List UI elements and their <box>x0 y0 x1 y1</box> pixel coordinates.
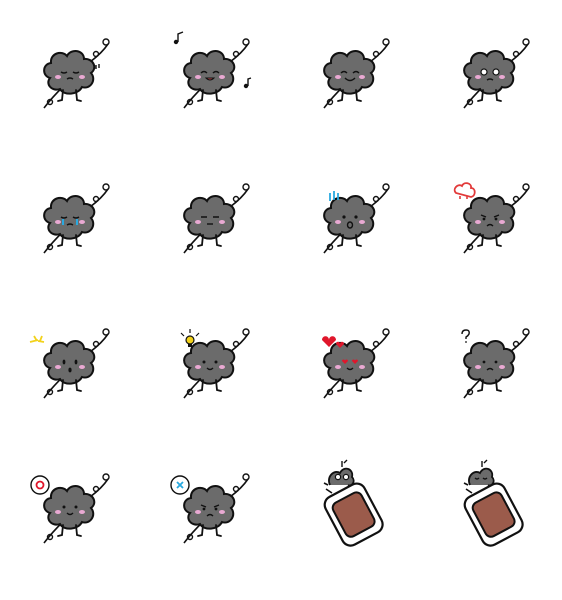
sticker-art <box>173 31 252 109</box>
sticker-art <box>453 182 530 254</box>
sticker-question[interactable] <box>440 310 540 410</box>
sticker-art <box>322 328 390 399</box>
sticker-art <box>170 473 250 544</box>
sticker-art <box>180 328 250 399</box>
sticker-correct[interactable] <box>20 455 120 555</box>
sticker-art <box>43 183 110 254</box>
sticker-crying[interactable] <box>20 165 120 265</box>
sticker-art <box>461 328 530 399</box>
sticker-angry[interactable] <box>440 165 540 265</box>
sticker-sleepy[interactable] <box>20 20 120 120</box>
sticker-art <box>323 183 390 254</box>
sticker-shocked-blue[interactable] <box>300 165 400 265</box>
sticker-art <box>463 459 524 547</box>
sticker-startled[interactable] <box>20 310 120 410</box>
sticker-love[interactable] <box>300 310 400 410</box>
sticker-art <box>463 38 530 109</box>
sticker-grinning[interactable] <box>300 20 400 120</box>
sticker-teary[interactable] <box>440 20 540 120</box>
sticker-art <box>323 459 384 547</box>
sticker-art <box>183 183 250 254</box>
sticker-art <box>323 38 390 109</box>
sticker-singing[interactable] <box>160 20 260 120</box>
sticker-sign-peek[interactable] <box>300 455 400 555</box>
sticker-art <box>29 328 110 399</box>
sticker-art <box>43 38 110 109</box>
sticker-unimpressed[interactable] <box>160 165 260 265</box>
music-note-icon <box>173 31 252 89</box>
sticker-wrong[interactable] <box>160 455 260 555</box>
o-bubble-icon <box>30 475 50 495</box>
sticker-sign-sleep[interactable] <box>440 455 540 555</box>
sticker-art <box>30 473 110 544</box>
heart-icon <box>322 336 344 348</box>
lightbulb-icon <box>180 329 200 347</box>
x-bubble-icon <box>170 475 190 495</box>
sticker-idea[interactable] <box>160 310 260 410</box>
